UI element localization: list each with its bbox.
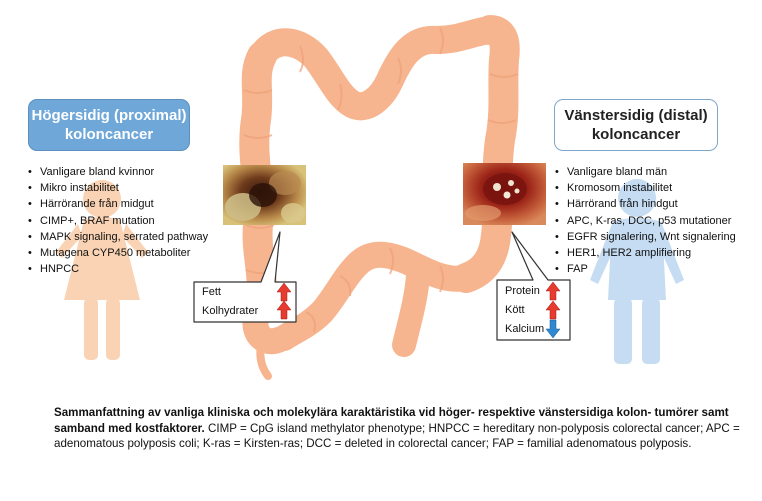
endoscopy-image-distal [463,163,546,225]
caption-bold: Sammanfattning av vanliga kliniska och m… [54,406,729,435]
list-item: HER1, HER2 amplifiering [554,245,736,261]
list-item: CIMP+, BRAF mutation [27,213,208,229]
colon-illustration [239,15,520,380]
arrow-up-icon [276,300,292,320]
list-item: Mikro instabilitet [27,180,208,196]
list-item: Vanligare bland kvinnor [27,164,208,180]
arrow-up-icon [545,281,561,301]
list-item: Härrörande från midgut [27,196,208,212]
list-item: Kromosom instabilitet [554,180,736,196]
factor-label: Kött [505,304,525,316]
arrow-down-icon [545,319,561,339]
list-item: Vanligare bland män [554,164,736,180]
figure-caption: Sammanfattning av vanliga kliniska och m… [54,405,744,452]
distal-title-line2: koloncancer [591,126,681,143]
list-item: FAP [554,261,736,277]
proximal-title-line1: Högersidig (proximal) [31,107,187,124]
proximal-title-line2: koloncancer [64,126,154,143]
proximal-cancer-title-box: Högersidig (proximal) koloncancer [28,99,190,151]
caption-text: CIMP = CpG island methylator phenotype; … [54,421,740,451]
list-item: HNPCC [27,261,208,277]
factor-label: Fett [202,286,221,298]
list-item: Härrörand från hindgut [554,196,736,212]
proximal-traits-list: Vanligare bland kvinnor Mikro instabilit… [27,164,208,278]
distal-traits-list: Vanligare bland män Kromosom instabilite… [554,164,736,278]
right-callout-factors: Protein Kött Kalcium [505,282,544,339]
factor-label: Protein [505,285,540,297]
factor-label: Kolhydrater [202,305,259,317]
list-item: Mutagena CYP450 metaboliter [27,245,208,261]
left-callout-factors: Fett Kolhydrater [202,283,258,321]
distal-cancer-title-box: Vänstersidig (distal) koloncancer [554,99,718,151]
colon-haustra [243,27,519,333]
factor-label: Kalcium [505,323,545,335]
list-item: MAPK signaling, serrated pathway [27,229,208,245]
arrow-up-icon [545,300,561,320]
left-dietary-callout [193,231,297,323]
endoscopy-image-proximal [223,165,306,225]
distal-title-line1: Vänstersidig (distal) [564,107,708,124]
list-item: EGFR signalering, Wnt signalering [554,229,736,245]
list-item: APC, K-ras, DCC, p53 mutationer [554,213,736,229]
